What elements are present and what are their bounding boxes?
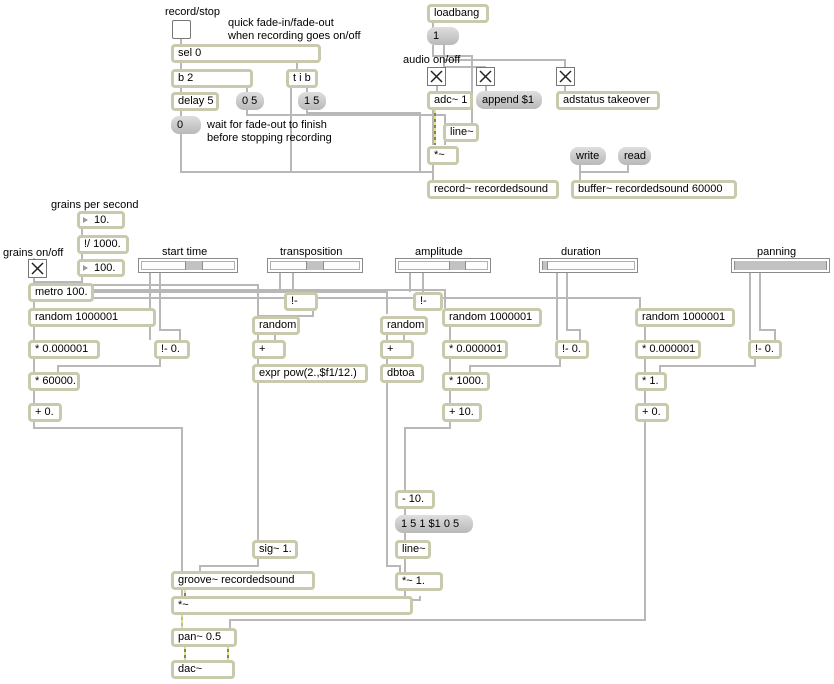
mul-out-object[interactable]: *~ — [171, 596, 413, 615]
transposition-comment: transposition — [280, 246, 343, 258]
mul-duration-object[interactable]: * 0.000001 — [442, 340, 508, 359]
grains-on-off-comment: grains on/off — [3, 247, 64, 259]
record-stop-button[interactable] — [172, 20, 191, 39]
minus-panning-object[interactable]: !- 0. — [748, 340, 782, 359]
random-start-object[interactable]: random 1000001 — [28, 308, 156, 327]
grains-number-box[interactable]: 10. — [77, 211, 125, 229]
minus-start-object[interactable]: !- 0. — [154, 340, 190, 359]
envelope-message[interactable]: 1 5 1 $1 0 5 — [395, 515, 473, 533]
wait-note-comment: wait for fade-out to finish before stopp… — [207, 119, 332, 144]
adstatus-toggle[interactable] — [556, 67, 575, 86]
panning-comment: panning — [757, 246, 797, 258]
mul-60000-object[interactable]: * 60000. — [28, 372, 80, 391]
line-rec-object[interactable]: line~ — [443, 123, 479, 142]
sig-object[interactable]: sig~ 1. — [252, 540, 298, 559]
amplitude-slider[interactable] — [395, 258, 491, 273]
amplitude-comment: amplitude — [415, 246, 463, 258]
append-message[interactable]: append $1 — [476, 91, 542, 109]
minus-10-object[interactable]: - 10. — [395, 490, 435, 509]
fade-note-comment: quick fade-in/fade-out when recording go… — [228, 17, 361, 42]
groove-object[interactable]: groove~ recordedsound — [171, 571, 315, 590]
delay-5-object[interactable]: delay 5 — [171, 92, 219, 111]
panning-slider[interactable] — [731, 258, 830, 273]
start-time-comment: start time — [162, 246, 208, 258]
metro-object[interactable]: metro 100. — [28, 283, 94, 302]
transposition-slider[interactable] — [267, 258, 363, 273]
adc-object[interactable]: adc~ 1 — [427, 91, 473, 110]
plus-amplitude-object[interactable]: + — [380, 340, 414, 359]
duration-comment: duration — [561, 246, 601, 258]
plus-transposition-object[interactable]: + — [252, 340, 286, 359]
random-duration-object[interactable]: random 1000001 — [442, 308, 542, 327]
plus-panning-object[interactable]: + 0. — [635, 403, 669, 422]
plus-start-object[interactable]: + 0. — [28, 403, 62, 422]
interval-number-box[interactable]: 100. — [77, 259, 125, 277]
append-toggle[interactable] — [476, 67, 495, 86]
duration-slider[interactable] — [539, 258, 638, 273]
plus-10-object[interactable]: + 10. — [442, 403, 482, 422]
pan-object[interactable]: pan~ 0.5 — [171, 628, 237, 647]
mul-rec-object[interactable]: *~ — [427, 146, 459, 165]
mul-1-object[interactable]: * 1. — [635, 372, 667, 391]
random-transposition-object[interactable]: random — [252, 316, 300, 335]
random-amplitude-object[interactable]: random — [380, 316, 428, 335]
grains-per-second-comment: grains per second — [51, 199, 139, 211]
read-message[interactable]: read — [618, 147, 651, 165]
message-1-5[interactable]: 1 5 — [298, 92, 326, 110]
random-panning-object[interactable]: random 1000001 — [635, 308, 735, 327]
expr-object[interactable]: expr pow(2.,$f1/12.) — [252, 364, 368, 383]
mul-1000-object[interactable]: * 1000. — [442, 372, 490, 391]
buffer-object[interactable]: buffer~ recordedsound 60000 — [571, 180, 737, 199]
adstatus-object[interactable]: adstatus takeover — [556, 91, 660, 110]
sel-0-object[interactable]: sel 0 — [171, 44, 321, 63]
minus-duration-object[interactable]: !- 0. — [555, 340, 589, 359]
message-1[interactable]: 1 — [427, 27, 459, 45]
start-time-slider[interactable] — [138, 258, 238, 273]
grains-toggle[interactable] — [28, 259, 47, 278]
idiv-object[interactable]: !/ 1000. — [77, 235, 129, 254]
minus-amplitude-object[interactable]: !- — [413, 292, 443, 311]
audio-toggle[interactable] — [427, 67, 446, 86]
dbtoa-object[interactable]: dbtoa — [380, 364, 424, 383]
audio-on-off-comment: audio on/off — [403, 54, 461, 66]
mul-start-object[interactable]: * 0.000001 — [28, 340, 100, 359]
write-message[interactable]: write — [570, 147, 606, 165]
mul-env-object[interactable]: *~ 1. — [395, 572, 443, 591]
message-0-5[interactable]: 0 5 — [236, 92, 264, 110]
t-i-b-object[interactable]: t i b — [286, 69, 318, 88]
record-stop-comment: record/stop — [165, 6, 221, 18]
line-env-object[interactable]: line~ — [395, 540, 431, 559]
loadbang-object[interactable]: loadbang — [427, 4, 489, 23]
minus-transposition-object[interactable]: !- — [284, 292, 318, 311]
dac-object[interactable]: dac~ — [171, 660, 235, 679]
b-2-object[interactable]: b 2 — [171, 69, 253, 88]
message-0[interactable]: 0 — [171, 116, 201, 134]
mul-panning-object[interactable]: * 0.000001 — [635, 340, 701, 359]
record-object[interactable]: record~ recordedsound — [427, 180, 559, 199]
